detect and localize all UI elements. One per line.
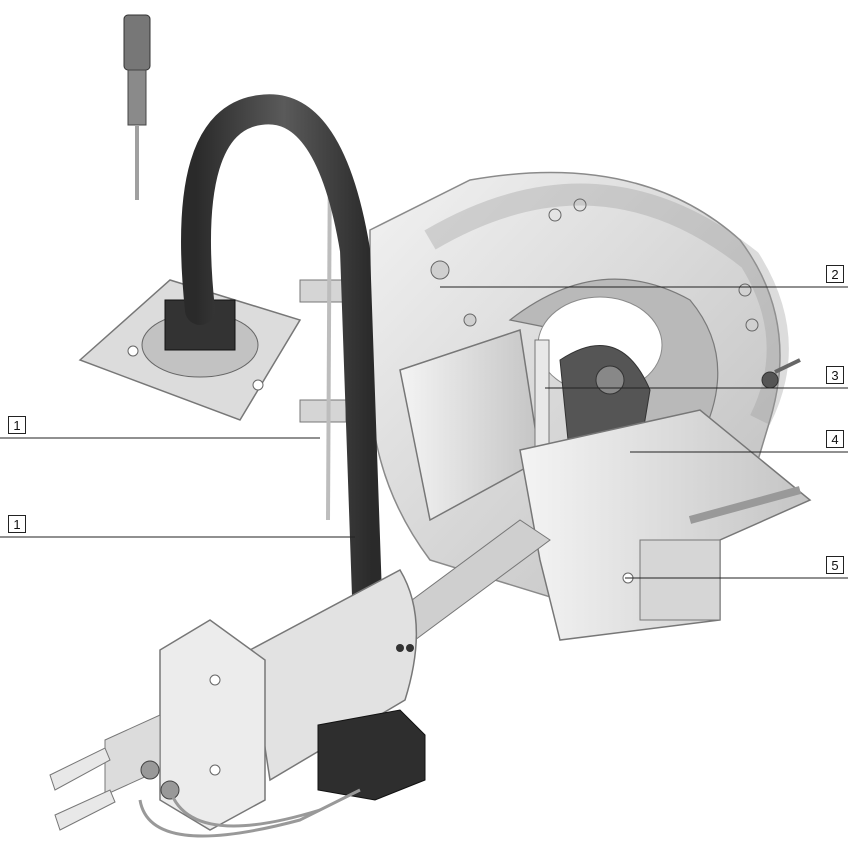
energy-cable xyxy=(181,94,387,755)
callout-4: 4 xyxy=(826,430,844,448)
slide-carriage xyxy=(519,409,812,641)
callout-2: 2 xyxy=(826,265,844,283)
top-connector xyxy=(123,14,151,200)
end-block xyxy=(159,619,266,831)
callout-5: 5 xyxy=(826,556,844,574)
gripper xyxy=(49,714,180,831)
callout-1-lower: 1 xyxy=(8,515,26,533)
callout-1-upper: 1 xyxy=(8,416,26,434)
callout-3: 3 xyxy=(826,366,844,384)
cable-terminal xyxy=(138,709,426,838)
actuator-cylinder xyxy=(249,569,418,782)
leader-lines xyxy=(0,286,848,579)
